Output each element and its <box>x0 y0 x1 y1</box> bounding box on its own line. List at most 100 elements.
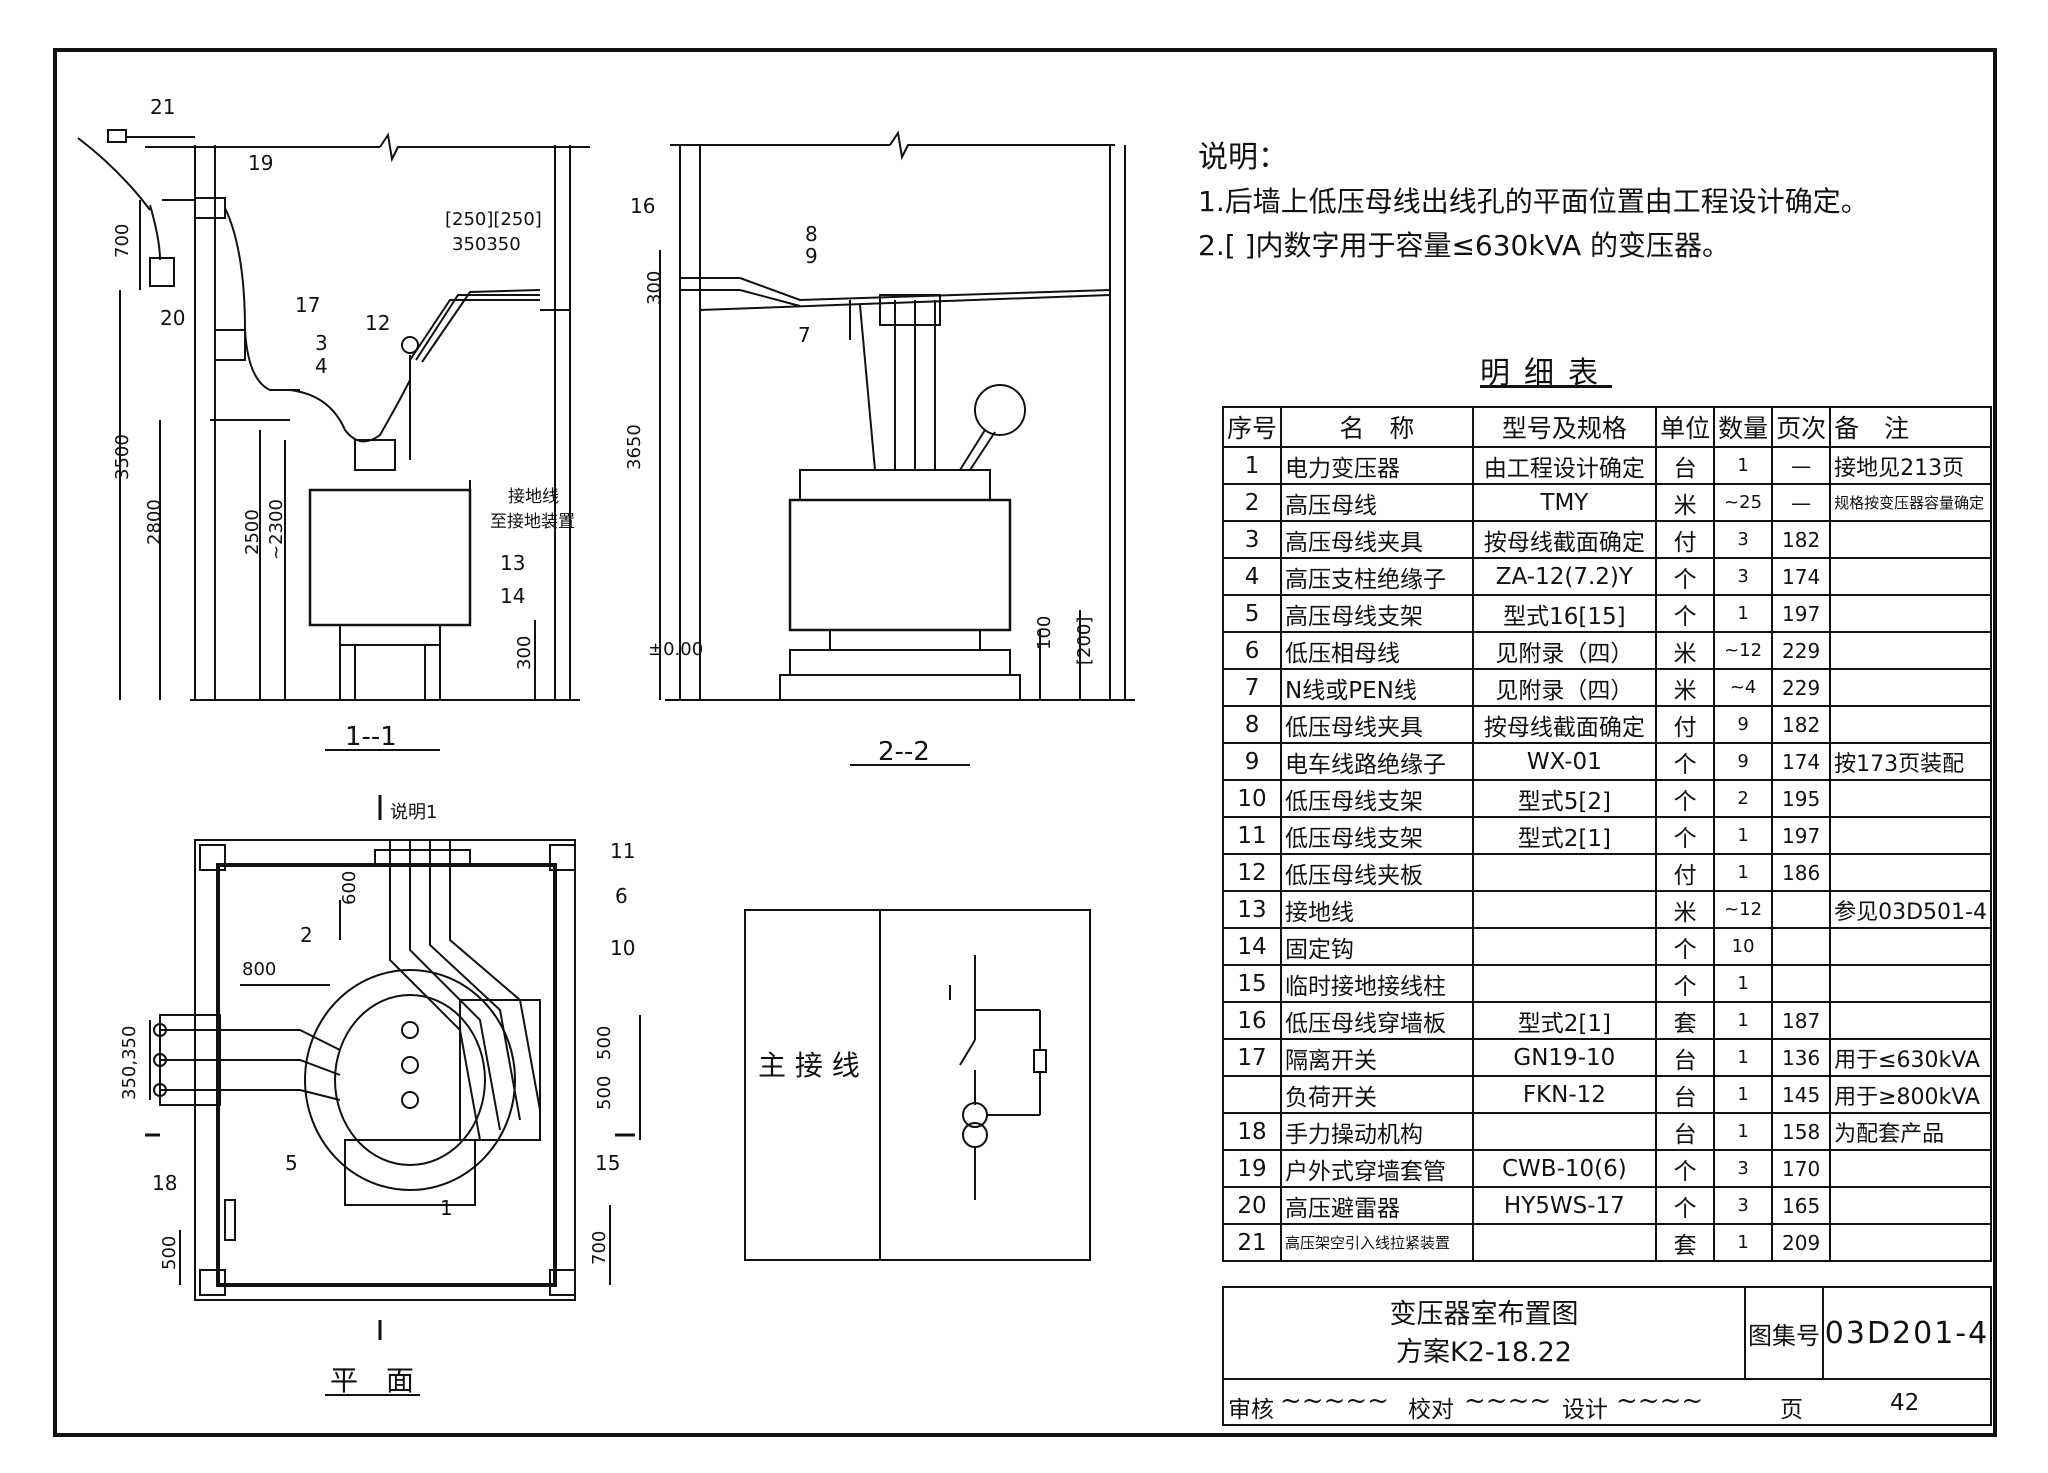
table-cell: 负荷开关 <box>1280 1075 1474 1114</box>
table-cell: 低压母线夹具 <box>1280 705 1474 744</box>
table-cell: 3 <box>1713 1186 1774 1225</box>
plan-view <box>145 795 641 1396</box>
table-cell: 电车线路绝缘子 <box>1280 742 1474 781</box>
table-cell: 按173页装配 <box>1829 742 1992 781</box>
table-cell: 米 <box>1655 890 1716 929</box>
table-cell <box>1829 816 1992 855</box>
table-cell <box>1471 1223 1658 1262</box>
drawing-title: 变压器室布置图 <box>1389 1299 1579 1330</box>
table-cell: 18 <box>1221 1112 1283 1151</box>
table-cell: 229 <box>1771 668 1832 707</box>
table-cell: 15 <box>1221 964 1283 1003</box>
table-cell: 型式2[1] <box>1471 1001 1658 1040</box>
note-2: 2.[ ]内数字用于容量≤630kVA 的变压器。 <box>1198 229 1731 262</box>
section-2-2-label: 2--2 <box>878 737 930 767</box>
table-cell: — <box>1771 483 1832 522</box>
table-cell: ~12 <box>1713 890 1774 929</box>
table-cell: 5 <box>1221 594 1283 633</box>
table-cell: 台 <box>1655 1075 1716 1114</box>
callout-16: 16 <box>630 194 655 218</box>
table-cell: 低压母线穿墙板 <box>1280 1001 1474 1040</box>
review-label: 审核 <box>1228 1397 1274 1423</box>
table-cell: 158 <box>1771 1112 1832 1151</box>
table-cell: 见附录（四） <box>1471 631 1658 670</box>
plan-note: 说明1 <box>390 802 437 823</box>
table-cell: 170 <box>1771 1149 1832 1188</box>
table-cell: 1 <box>1713 1001 1774 1040</box>
table-cell: 16 <box>1221 1001 1283 1040</box>
sheet-frame <box>53 48 1997 1437</box>
table-cell <box>1471 853 1658 892</box>
section-2-2-view <box>659 130 1135 766</box>
table-cell <box>1829 520 1992 559</box>
callout-7: 7 <box>798 323 811 347</box>
table-cell: 米 <box>1655 483 1716 522</box>
table-cell: 个 <box>1655 927 1716 966</box>
table-cell: 型式16[15] <box>1471 594 1658 633</box>
dim-800: 800 <box>242 959 276 980</box>
section-1-1-view <box>77 129 590 751</box>
table-cell: 套 <box>1655 1223 1716 1262</box>
table-cell: 个 <box>1655 557 1716 596</box>
table-cell: 用于≥800kVA <box>1829 1075 1992 1114</box>
note-1: 1.后墙上低压母线出线孔的平面位置由工程设计确定。 <box>1198 185 1869 218</box>
table-cell <box>1829 631 1992 670</box>
dim-250: [250][250] <box>445 209 542 230</box>
table-cell <box>1829 668 1992 707</box>
table-cell: 2 <box>1713 779 1774 818</box>
table-cell: 付 <box>1655 520 1716 559</box>
design-notes: 说明： 1.后墙上低压母线出线孔的平面位置由工程设计确定。 2.[ ]内数字用于… <box>1198 136 1869 268</box>
table-cell: 8 <box>1221 705 1283 744</box>
table-cell: 4 <box>1221 557 1283 596</box>
title-block: 变压器室布置图 方案K2-18.22 图集号 03D201-4 审核 ~~~~~… <box>1222 1286 1992 1428</box>
table-cell: 隔离开关 <box>1280 1038 1474 1077</box>
table-cell: CWB-10(6) <box>1471 1149 1658 1188</box>
table-cell: 台 <box>1655 1112 1716 1151</box>
table-cell <box>1771 964 1832 1003</box>
table-cell: 高压母线支架 <box>1280 594 1474 633</box>
callout-4: 4 <box>315 354 328 378</box>
main-wiring-diagram <box>744 909 1091 1261</box>
dim-500-b: 500 <box>594 1076 615 1110</box>
table-cell: 165 <box>1771 1186 1832 1225</box>
table-cell: 户外式穿墙套管 <box>1280 1149 1474 1188</box>
table-cell: ~4 <box>1713 668 1774 707</box>
table-cell: 套 <box>1655 1001 1716 1040</box>
table-cell: 145 <box>1771 1075 1832 1114</box>
table-cell: 3 <box>1713 1149 1774 1188</box>
callout-20: 20 <box>160 306 185 330</box>
table-cell <box>1829 1001 1992 1040</box>
table-cell: 按母线截面确定 <box>1471 520 1658 559</box>
table-cell: 手力操动机构 <box>1280 1112 1474 1151</box>
table-cell: 高压避雷器 <box>1280 1186 1474 1225</box>
table-cell: 136 <box>1771 1038 1832 1077</box>
bom-header: 型号及规格 <box>1471 406 1658 448</box>
table-cell: 高压母线 <box>1280 483 1474 522</box>
table-cell: 米 <box>1655 668 1716 707</box>
table-cell: 9 <box>1713 705 1774 744</box>
table-cell: 个 <box>1655 1186 1716 1225</box>
table-cell: ZA-12(7.2)Y <box>1471 557 1658 596</box>
table-cell <box>1829 557 1992 596</box>
callout-5: 5 <box>285 1151 298 1175</box>
table-cell: 付 <box>1655 853 1716 892</box>
callout-3: 3 <box>315 331 328 355</box>
table-cell <box>1829 1186 1992 1225</box>
table-cell: 13 <box>1221 890 1283 929</box>
table-cell <box>1771 890 1832 929</box>
atlas-number: 03D201-4 <box>1824 1286 1992 1380</box>
check-label: 校对 <box>1408 1397 1454 1423</box>
bom-header-row: 序号 名 称 型号及规格 单位 数量 页次 备 注 <box>1221 406 1992 448</box>
